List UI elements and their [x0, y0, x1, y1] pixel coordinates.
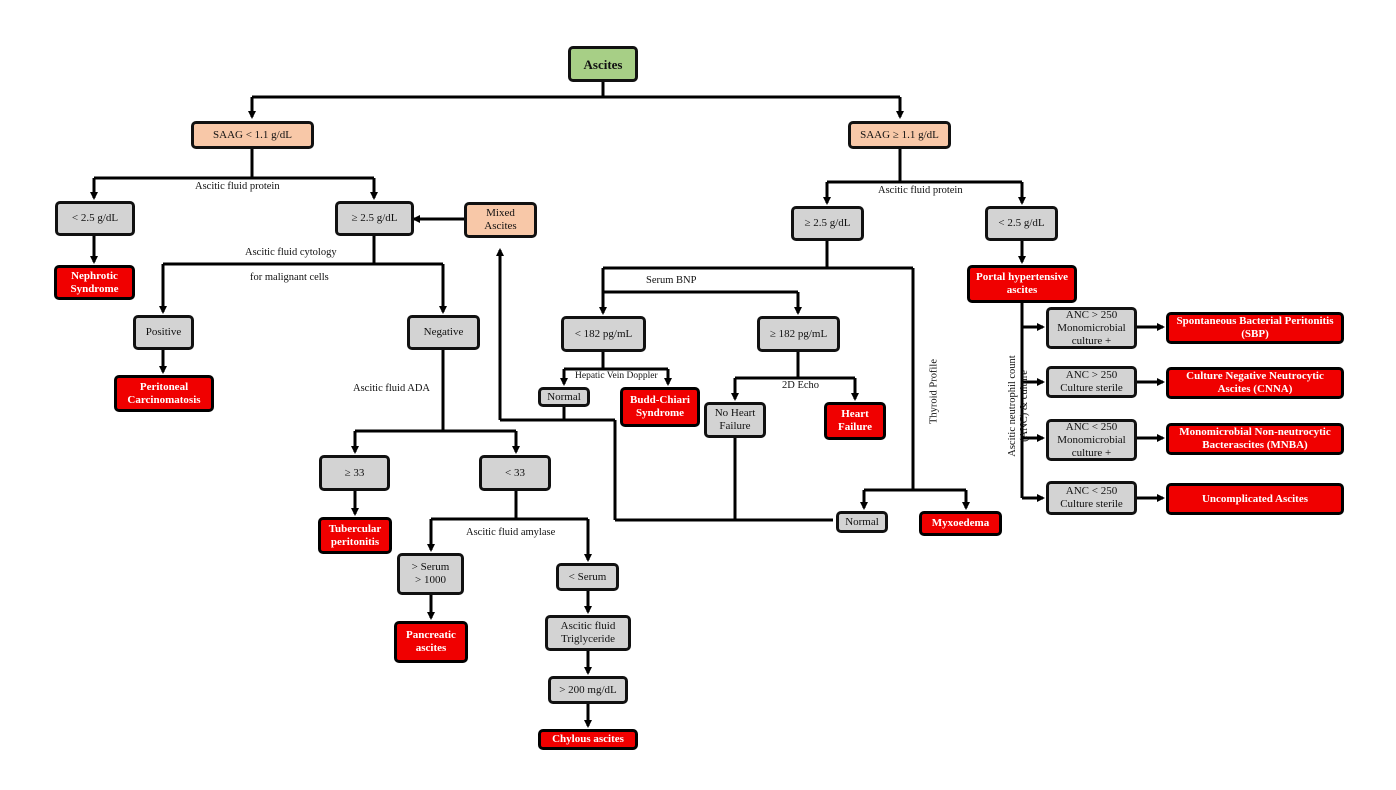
- echo-label: 2D Echo: [782, 380, 820, 391]
- anc-lt250-sterile-node: ANC < 250 Culture sterile: [1046, 481, 1137, 515]
- triglyceride-gt200-node: > 200 mg/dL: [548, 676, 628, 704]
- bnp-label: Serum BNP: [646, 275, 697, 286]
- triglyceride-node: Ascitic fluid Triglyceride: [545, 615, 631, 651]
- chylous-ascites-node: Chylous ascites: [538, 729, 638, 750]
- mixed-ascites-node: Mixed Ascites: [464, 202, 537, 238]
- pancreatic-ascites-node: Pancreatic ascites: [394, 621, 468, 663]
- bnp-lt182-node: < 182 pg/mL: [561, 316, 646, 352]
- mnba-node: Monomicrobial Non-neutrocytic Bacterasci…: [1166, 423, 1344, 455]
- high-protein-lt25-node: < 2.5 g/dL: [985, 206, 1058, 241]
- budd-chiari-node: Budd-Chiari Syndrome: [620, 387, 700, 427]
- tubercular-peritonitis-node: Tubercular peritonitis: [318, 517, 392, 554]
- peritoneal-carcinomatosis-node: Peritoneal Carcinomatosis: [114, 375, 214, 412]
- anc-lt250-mono-node: ANC < 250 Monomicrobial culture +: [1046, 419, 1137, 461]
- amylase-gt-serum-node: > Serum > 1000: [397, 553, 464, 595]
- uncomplicated-ascites-node: Uncomplicated Ascites: [1166, 483, 1344, 515]
- cytology-label-2: for malignant cells: [250, 272, 329, 283]
- cytology-negative-node: Negative: [407, 315, 480, 350]
- ascites-node: Ascites: [568, 46, 638, 82]
- ada-label: Ascitic fluid ADA: [353, 383, 430, 394]
- anc-culture-label: Ascitic neutrophil count (ANC) & culture: [1007, 355, 1030, 457]
- protein-label-right: Ascitic fluid protein: [878, 185, 963, 196]
- doppler-normal-node: Normal: [538, 387, 590, 407]
- cytology-positive-node: Positive: [133, 315, 194, 350]
- anc-gt250-sterile-node: ANC > 250 Culture sterile: [1046, 366, 1137, 398]
- ada-lt33-node: < 33: [479, 455, 551, 491]
- saag-low-node: SAAG < 1.1 g/dL: [191, 121, 314, 149]
- protein-label-left: Ascitic fluid protein: [195, 181, 280, 192]
- amylase-lt-serum-node: < Serum: [556, 563, 619, 591]
- doppler-label: Hepatic Vein Doppler: [575, 371, 658, 381]
- sbp-node: Spontaneous Bacterial Peritonitis (SBP): [1166, 312, 1344, 344]
- no-heart-failure-node: No Heart Failure: [704, 402, 766, 438]
- high-protein-ge25-node: ≥ 2.5 g/dL: [791, 206, 864, 241]
- nephrotic-syndrome-node: Nephrotic Syndrome: [54, 265, 135, 300]
- cnna-node: Culture Negative Neutrocytic Ascites (CN…: [1166, 367, 1344, 399]
- portal-hypertensive-node: Portal hypertensive ascites: [967, 265, 1077, 303]
- saag-high-node: SAAG ≥ 1.1 g/dL: [848, 121, 951, 149]
- low-protein-ge25-node: ≥ 2.5 g/dL: [335, 201, 414, 236]
- amylase-label: Ascitic fluid amylase: [466, 527, 556, 538]
- low-protein-lt25-node: < 2.5 g/dL: [55, 201, 135, 236]
- heart-failure-node: Heart Failure: [824, 402, 886, 440]
- thyroid-normal-node: Normal: [836, 511, 888, 533]
- ada-ge33-node: ≥ 33: [319, 455, 390, 491]
- thyroid-label: Thyroid Profile: [928, 358, 940, 425]
- myxoedema-node: Myxoedema: [919, 511, 1002, 536]
- anc-gt250-mono-node: ANC > 250 Monomicrobial culture +: [1046, 307, 1137, 349]
- cytology-label-1: Ascitic fluid cytology: [245, 247, 337, 258]
- bnp-ge182-node: ≥ 182 pg/mL: [757, 316, 840, 352]
